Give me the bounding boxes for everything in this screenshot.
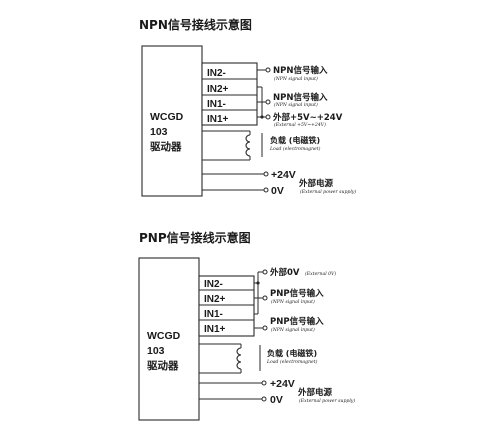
npn-signal-label-1: NPN信号输入 [273,65,328,76]
pnp-load-sublabel: Load (electromagnet) [266,358,318,365]
npn-junction-dot [260,115,264,119]
npn-power-zero-label: 0V [271,185,284,197]
npn-device-name: WCGD [150,111,184,123]
npn-signal-label-2: NPN信号输入 [273,92,328,103]
npn-external-supply-sublabel: (External +5V~+24V) [274,121,326,128]
pnp-pin-in2-minus: IN2- [204,279,223,290]
npn-terminal-open [263,171,269,177]
pnp-signal-sublabel-2: (NPN signal input) [271,326,315,333]
npn-signal-sublabel-1: (NPN signal input) [274,75,318,82]
npn-device-model: 103 [150,126,168,138]
npn-terminal-open [265,114,271,120]
npn-pin-in1-minus: IN1- [207,99,226,110]
pnp-external-zero-label: 外部0V [269,267,300,278]
npn-terminal-open [265,99,271,105]
npn-terminal-block [201,62,258,126]
npn-pin-in2-minus: IN2- [207,68,226,79]
npn-device-type: 驱动器 [150,140,182,153]
pnp-power-plus-label: +24V [270,378,295,390]
npn-terminal-open [265,67,271,73]
npn-driver-box [141,45,203,197]
npn-title: NPN信号接线示意图 [139,17,252,32]
npn-terminal-open [263,187,269,193]
pnp-pin-in2-plus: IN2+ [204,294,226,305]
pnp-external-zero-sublabel: (External 0V) [305,270,336,277]
pnp-device-type: 驱动器 [147,359,179,372]
pnp-pin-in1-minus: IN1- [204,309,223,320]
pnp-psu-sublabel: (External power supply) [299,397,355,404]
pnp-driver-box [138,257,200,421]
pnp-signal-label-2: PNP信号输入 [270,316,324,327]
npn-load-sublabel: Load (electromagnet) [269,145,321,152]
pnp-signal-sublabel-1: (NPN signal input) [271,298,315,305]
npn-external-supply-label: 外部+5V~+24V [272,112,343,123]
npn-pin-in1-plus: IN1+ [207,114,229,125]
pnp-terminal-open [262,325,268,331]
pnp-title: PNP信号接线示意图 [139,230,251,245]
npn-load-coil [245,134,251,157]
pnp-device-name: WCGD [147,330,181,342]
npn-psu-label: 外部电源 [298,178,334,189]
pnp-terminal-open [261,380,267,386]
pnp-terminal-block [198,275,255,337]
pnp-device-model: 103 [147,345,165,357]
pnp-pin-in1-plus: IN1+ [204,324,226,335]
pnp-load-label: 负载 (电磁铁) [267,348,317,358]
pnp-psu-label: 外部电源 [297,387,333,398]
pnp-junction-dot [256,281,260,285]
pnp-terminal-open [261,396,267,402]
pnp-power-zero-label: 0V [270,394,283,406]
pnp-terminal-open [262,269,268,275]
pnp-diagram: PNP信号接线示意图 WCGD 103 驱动器 IN2- IN2+ IN1- I… [138,230,355,421]
npn-signal-sublabel-2: (NPN signal input) [274,101,318,108]
pnp-terminal-open [262,295,268,301]
npn-pin-in2-plus: IN2+ [207,84,229,95]
pnp-signal-label-1: PNP信号输入 [270,288,324,299]
npn-power-plus-label: +24V [271,169,296,181]
pnp-load-coil [236,347,242,370]
npn-psu-sublabel: (External power supply) [300,188,356,195]
npn-load-label: 负载 (电磁铁) [270,135,320,145]
npn-diagram: NPN信号接线示意图 WCGD 103 驱动器 IN2- IN2+ IN1- I… [139,17,356,197]
